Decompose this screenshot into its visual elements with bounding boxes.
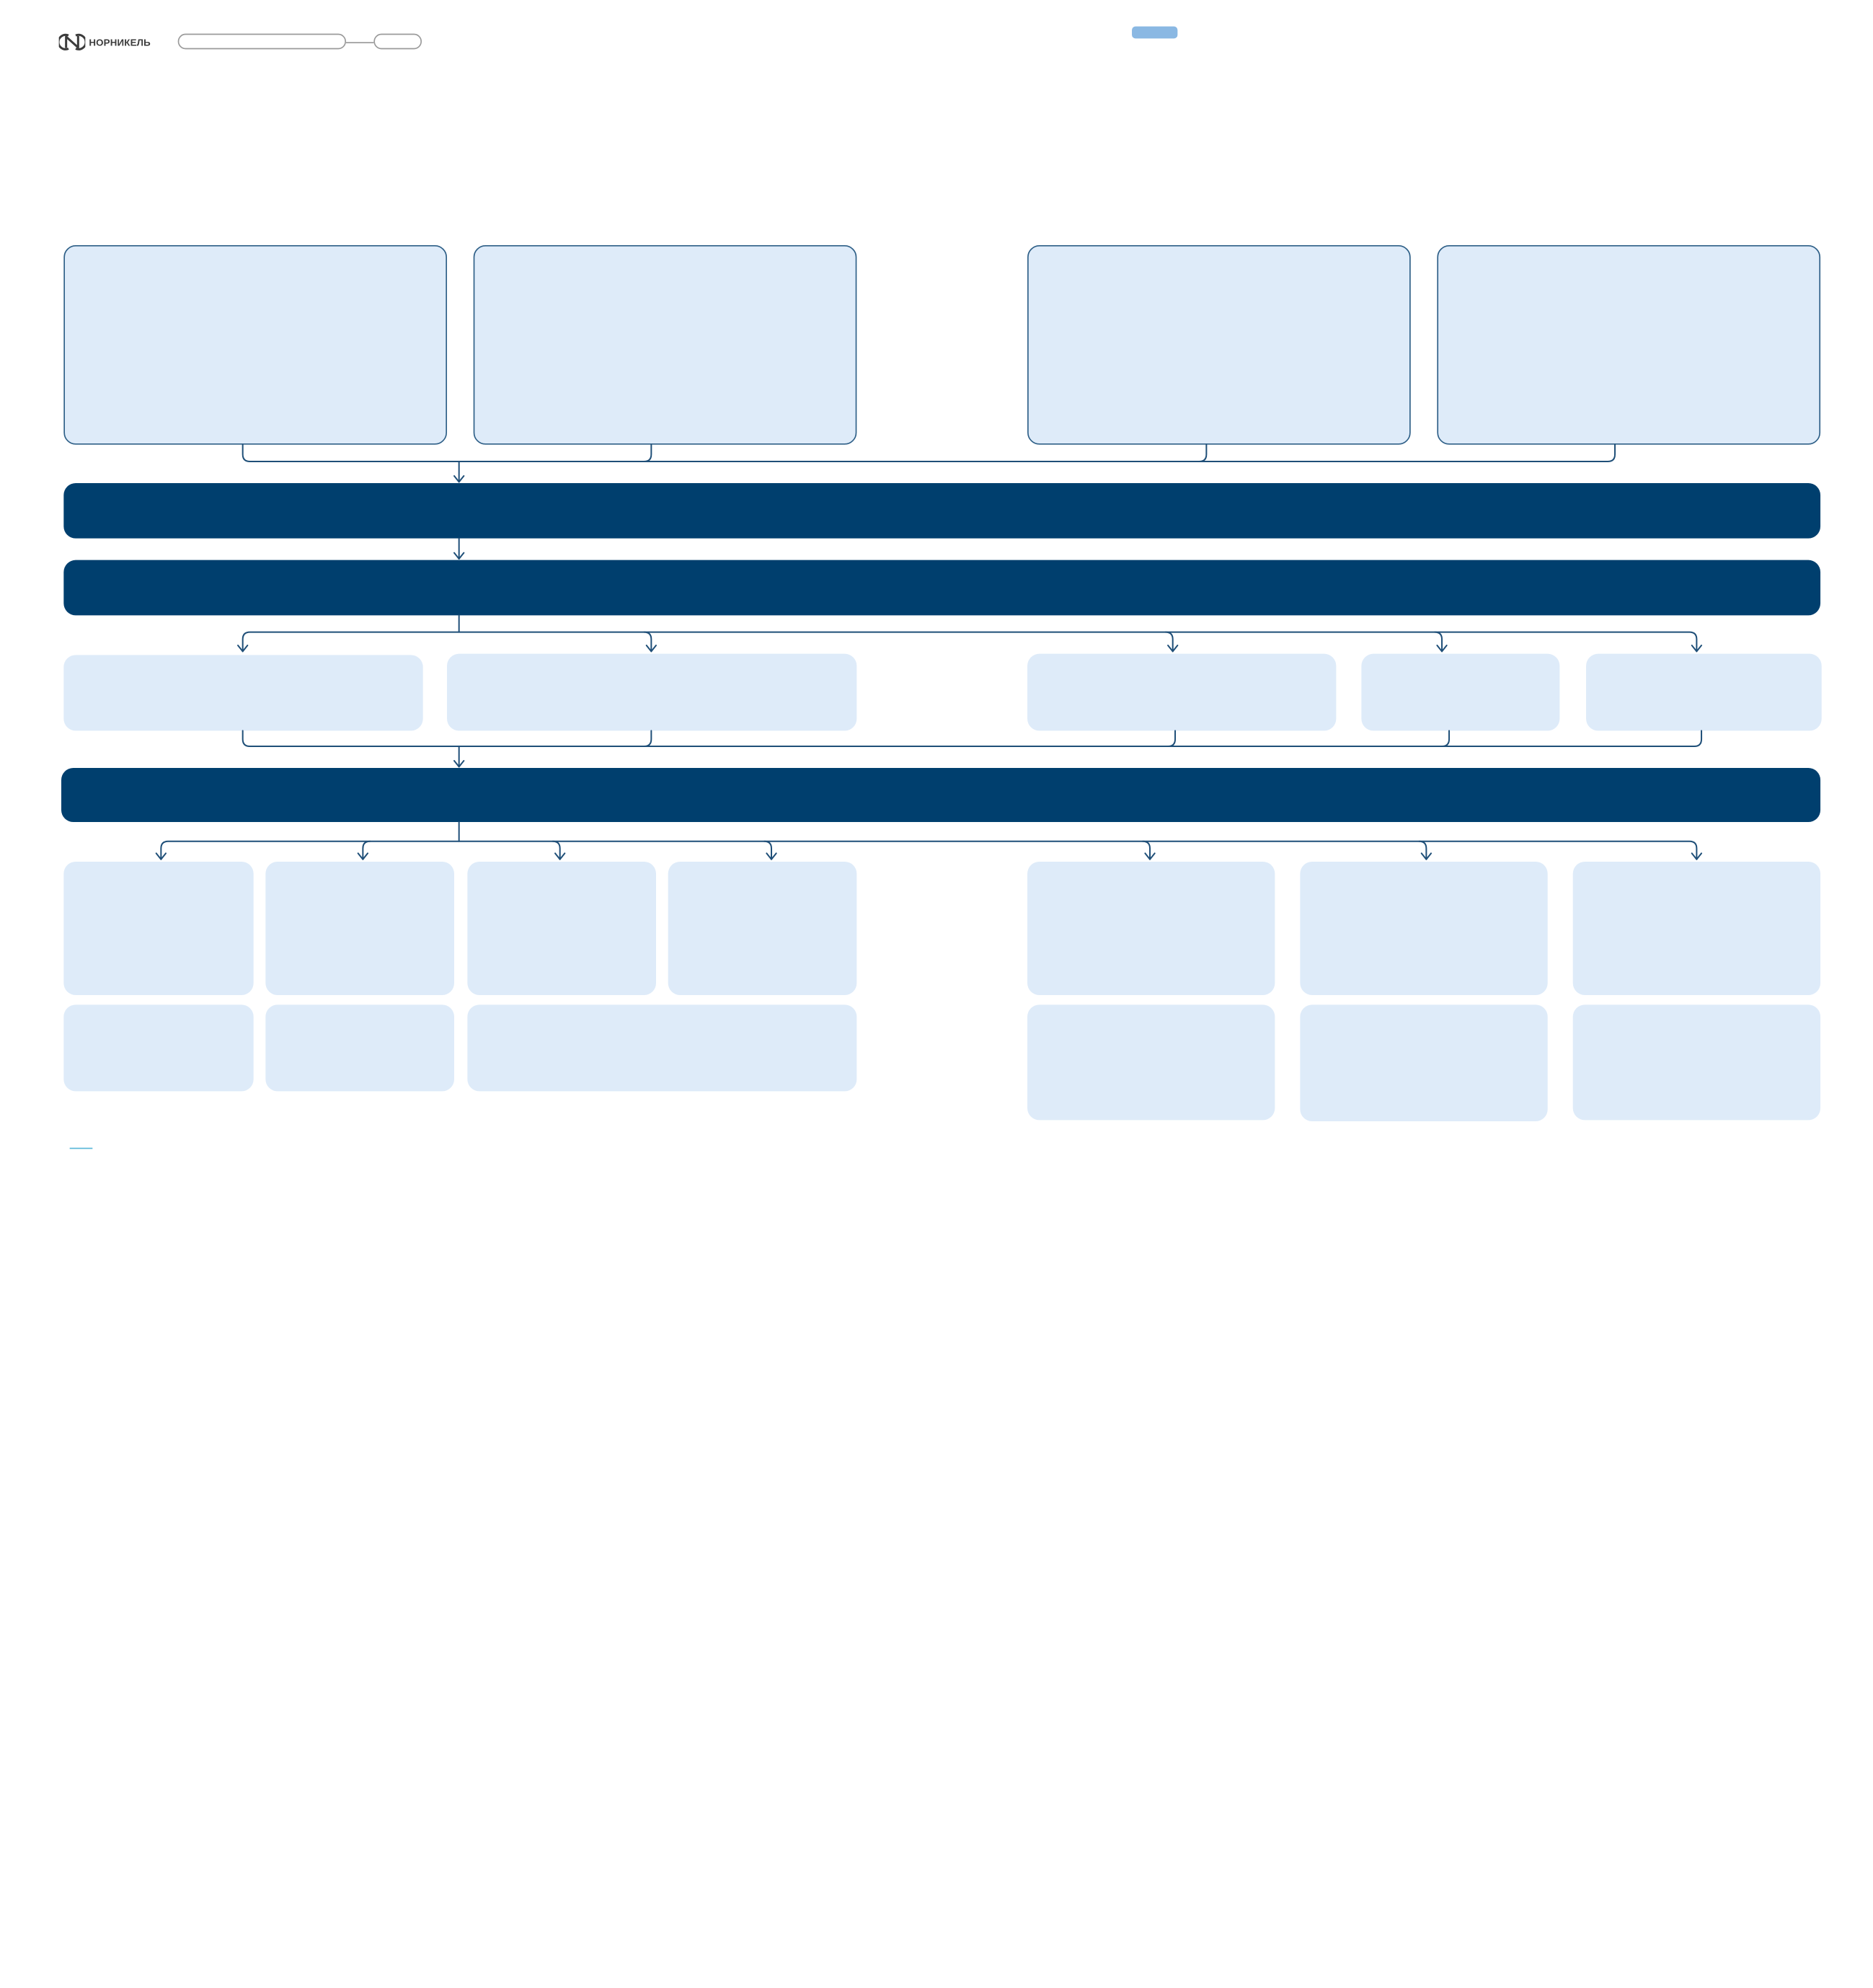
brand-name: НОРНИКЕЛЬ xyxy=(89,36,151,48)
bottom-box-6 xyxy=(1300,862,1548,996)
top-box-3 xyxy=(1027,245,1411,445)
top-box-4 xyxy=(1437,245,1821,445)
mid-box-4 xyxy=(1361,653,1560,731)
bottom-box-4 xyxy=(668,862,857,996)
bottom-box-7 xyxy=(1572,862,1821,996)
footer-accent-line xyxy=(69,1147,93,1149)
top-box-2 xyxy=(473,245,857,445)
bottom-box-1 xyxy=(63,862,254,996)
bottom-box-2 xyxy=(265,862,455,996)
bottom-sub-box-5 xyxy=(1027,1004,1275,1121)
bottom-box-5 xyxy=(1027,862,1275,996)
band-2 xyxy=(63,560,1821,616)
bottom-sub-box-3 xyxy=(467,1004,857,1092)
mid-box-2 xyxy=(447,653,857,731)
bottom-sub-box-1 xyxy=(63,1004,254,1092)
band-3 xyxy=(61,768,1821,823)
bottom-box-3 xyxy=(467,862,657,996)
band-1 xyxy=(63,483,1821,539)
mid-box-5 xyxy=(1586,653,1822,731)
header-pill-connector xyxy=(346,42,374,44)
connector-lines xyxy=(155,443,1703,860)
brand-logo: НОРНИКЕЛЬ xyxy=(58,32,151,52)
bottom-sub-box-6 xyxy=(1300,1004,1548,1122)
header-tag xyxy=(1132,26,1178,39)
mid-box-1 xyxy=(63,655,423,731)
top-box-1 xyxy=(63,245,448,445)
header-pill-long xyxy=(177,33,347,50)
mid-box-3 xyxy=(1027,653,1337,731)
header-pill-short xyxy=(373,33,422,50)
bottom-sub-box-7 xyxy=(1572,1004,1821,1121)
nornickel-logo-icon xyxy=(58,33,86,50)
bottom-sub-box-2 xyxy=(265,1004,455,1092)
